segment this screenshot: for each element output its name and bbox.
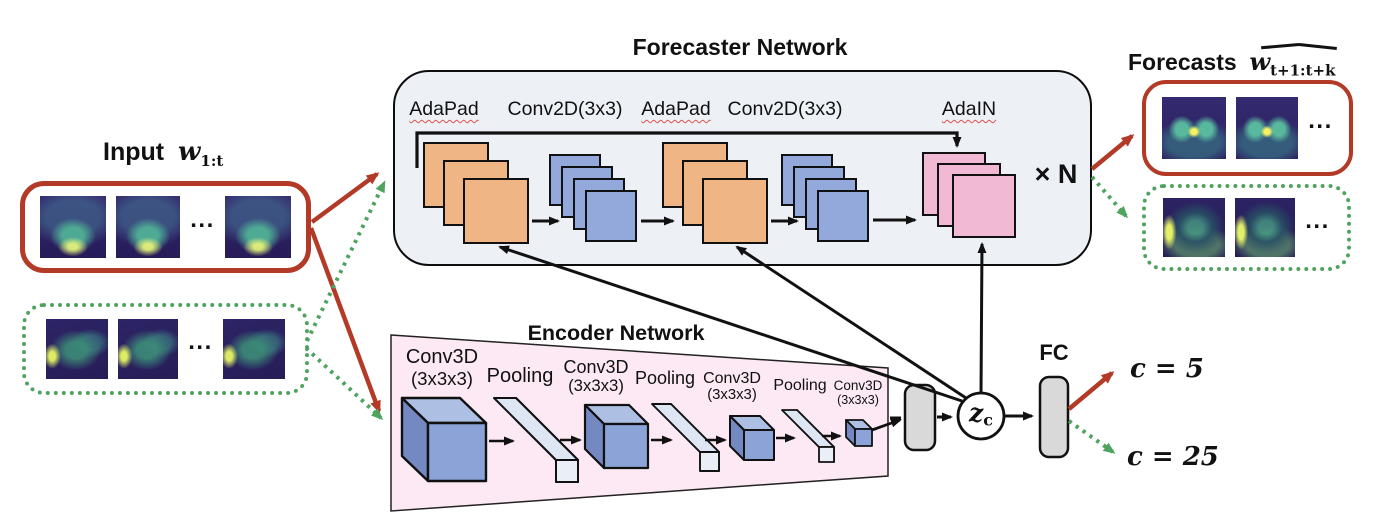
output-c5-label: c = 5	[1130, 354, 1204, 384]
forecaster-to-red-forecast-arrow	[1090, 134, 1135, 171]
encoder-conv3d-cube-2	[583, 403, 650, 470]
repeat-n-label: × N	[1034, 159, 1078, 189]
input-context-panel-red: ...	[20, 181, 311, 273]
encoder-layer-1-name: Conv3D	[405, 346, 479, 368]
fc-to-c5-arrow	[1067, 371, 1115, 411]
encoder-layer-5-name: Conv3D	[703, 370, 761, 387]
encoder-layer-5-kernel: (3x3x3)	[707, 387, 757, 404]
encoder-layer-label-1: Conv3D (3x3x3)	[405, 346, 479, 389]
encoder-layer-label-3: Conv3D (3x3x3)	[563, 357, 629, 396]
input-symbol: w	[178, 137, 201, 167]
skip-connection-line	[415, 131, 962, 168]
red-input-to-encoder-arrow	[308, 227, 382, 414]
conv2d2-square-front	[817, 190, 869, 242]
encoder-output-arrow	[871, 418, 902, 432]
encoder-layer-3-kernel: (3x3x3)	[568, 376, 624, 396]
encoder-layer-label-7: Conv3D (3x3x3)	[833, 378, 883, 407]
adapad2-square-front	[702, 178, 768, 244]
input-green-ellipsis: ...	[188, 327, 213, 355]
zc-subscript: c	[983, 410, 993, 430]
conv2d-label-2: Conv2D(3x3)	[727, 98, 843, 120]
zc-to-adain-line	[977, 242, 987, 395]
encoder-layer-7-kernel: (3x3x3)	[837, 392, 879, 407]
forecast-symbol-hat: wt+1:t+k	[1249, 40, 1335, 80]
encoder-layer-2-name: Pooling	[486, 365, 554, 387]
encoder-conv3d-cube-4	[845, 419, 873, 447]
forecast-green-frame-2	[1235, 198, 1296, 257]
encoder-pooling-slab-2	[651, 403, 720, 472]
encoder-title: Encoder Network	[527, 321, 705, 345]
forecast-panel-green: ...	[1142, 184, 1351, 271]
zc-to-adapad2-line	[735, 245, 967, 400]
conv2d-label-1: Conv2D(3x3)	[507, 98, 623, 120]
input-frame-2	[116, 196, 181, 258]
output-c25-label: c = 25	[1127, 442, 1219, 472]
encoder-pooling-slab-1	[493, 397, 579, 483]
adain-label: AdaIN	[941, 98, 997, 120]
input-green-frame-1	[46, 319, 109, 379]
adapad-label-2: AdaPad	[641, 98, 711, 120]
encoder-layer-4-name: Pooling	[634, 368, 696, 388]
encoder-pooling-slab-3	[781, 409, 835, 463]
encoder-layer-3-name: Conv3D	[563, 357, 629, 377]
forecaster-to-green-forecast-arrow	[1090, 175, 1128, 219]
encoder-layer-6-name: Pooling	[773, 377, 827, 394]
encoder-layer-7-name: Conv3D	[833, 378, 883, 393]
red-input-to-forecaster-arrow	[310, 172, 380, 224]
fc-block	[1038, 375, 1070, 459]
input-context-panel-green: ...	[22, 303, 309, 395]
encoder-layer-label-4: Pooling	[634, 368, 696, 388]
encoder-conv3d-cube-3	[729, 415, 775, 461]
forecasts-title: Forecasts wt+1:t+k	[1128, 40, 1336, 80]
zc-symbol: z	[969, 398, 984, 428]
conv2d1-square-front	[585, 190, 637, 242]
input-subscript: 1:t	[200, 152, 224, 170]
forecast-green-ellipsis: ...	[1305, 206, 1330, 234]
forecast-panel-red: ...	[1142, 80, 1353, 176]
adain-square-front	[952, 174, 1016, 238]
input-frame-t	[224, 196, 291, 258]
input-green-frame-2	[118, 319, 179, 379]
zc-circle	[956, 391, 1006, 441]
zc-to-adapad1-line	[498, 245, 963, 403]
fc-to-c25-arrow	[1067, 419, 1116, 454]
encoder-layer-label-6: Pooling	[773, 377, 826, 394]
fc-label: FC	[1039, 340, 1069, 365]
encoder-layer-label-5: Conv3D (3x3x3)	[703, 370, 761, 403]
forecast-ellipsis: ...	[1308, 106, 1333, 134]
encoder-layer-label-2: Pooling	[486, 365, 554, 388]
forecasts-title-label: Forecasts	[1128, 49, 1237, 75]
zc-label: zc	[969, 399, 993, 430]
forecasts-symbol: w	[1249, 47, 1271, 76]
input-frame-1	[40, 196, 107, 258]
forecast-frame-1	[1162, 97, 1227, 159]
green-input-to-encoder-arrow	[304, 346, 384, 421]
encoder-conv3d-cube-1	[400, 396, 488, 483]
forecast-green-frame-1	[1163, 198, 1226, 257]
input-ellipsis: ...	[190, 205, 215, 233]
forecasts-subscript: t+1:t+k	[1270, 61, 1336, 80]
adapad-label-1: AdaPad	[409, 98, 479, 120]
forecast-frame-2	[1236, 97, 1299, 159]
input-green-frame-t	[222, 319, 285, 379]
input-title-label: Input	[103, 138, 165, 166]
latent-vector-block	[903, 383, 937, 452]
encoder-layer-1-kernel: (3x3x3)	[410, 367, 474, 389]
input-title: Input w1:t	[103, 137, 223, 170]
forecaster-title: Forecaster Network	[632, 34, 848, 60]
adapad1-square-front	[463, 178, 529, 244]
